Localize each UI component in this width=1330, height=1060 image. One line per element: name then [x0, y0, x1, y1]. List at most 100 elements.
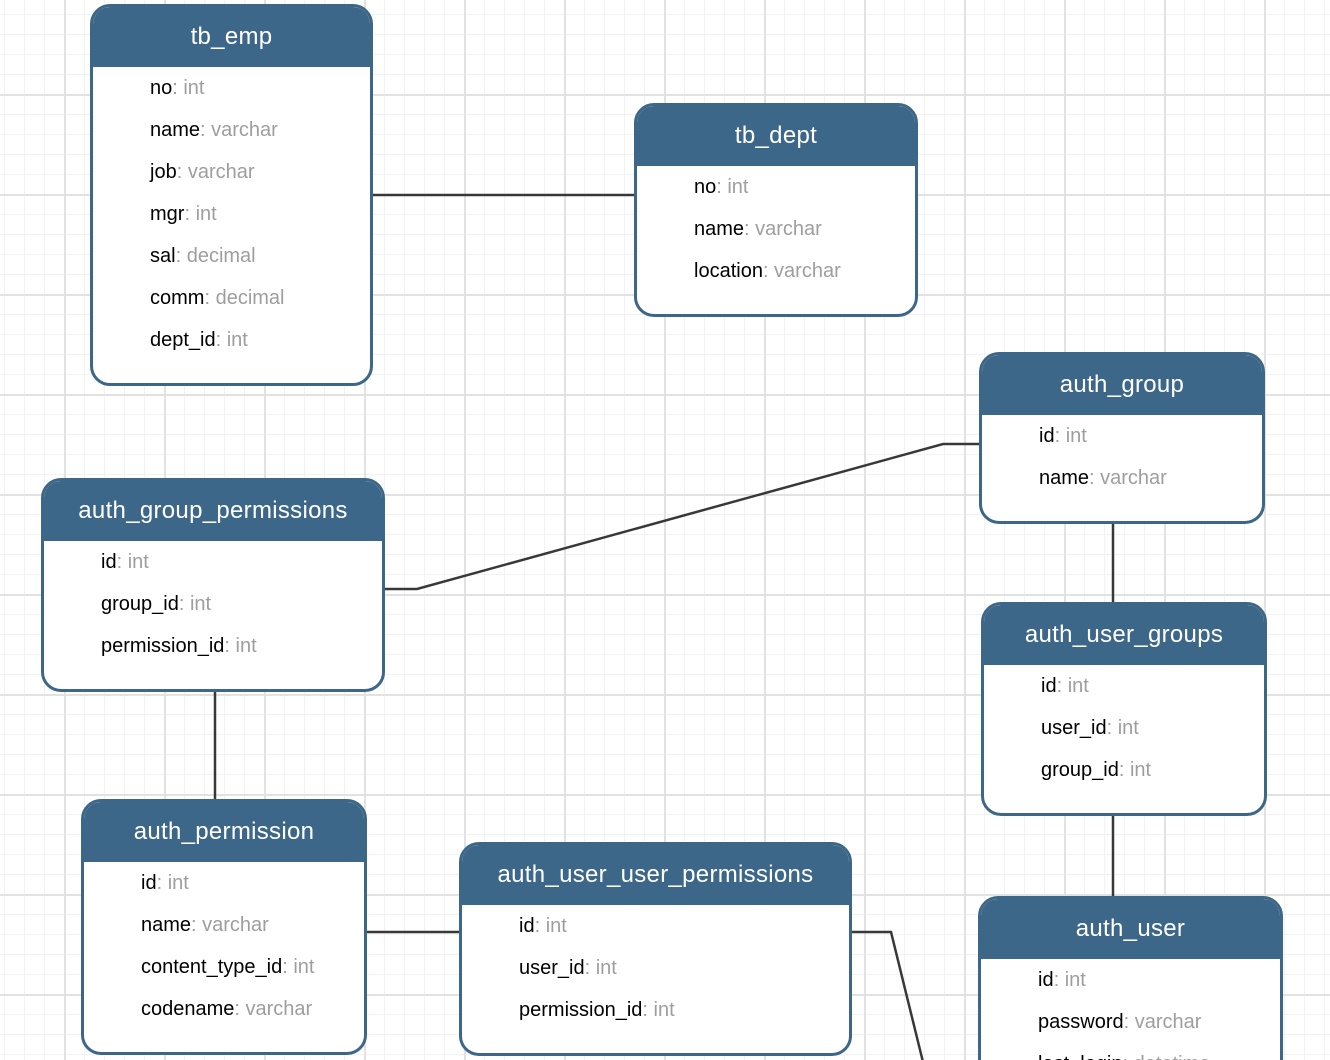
field-type: : varchar: [234, 998, 313, 1020]
field-name: group_id: [1041, 759, 1119, 781]
field-type: : int: [584, 957, 617, 979]
field-name: user_id: [1041, 717, 1107, 739]
field-type: : varchar: [744, 218, 822, 240]
field-name: last_login: [1038, 1053, 1123, 1060]
field-type: : int: [716, 176, 749, 198]
field-name: name: [694, 218, 745, 240]
table-title[interactable]: auth_user: [981, 899, 1280, 959]
field-type: : int: [172, 77, 205, 99]
table-field: id: int: [519, 905, 839, 947]
field-type: : int: [534, 915, 567, 937]
field-type: : datetime: [1123, 1053, 1211, 1060]
field-type: : int: [116, 551, 149, 573]
table-field: password: varchar: [1038, 1001, 1270, 1043]
field-name: codename: [141, 998, 235, 1020]
table-field: permission_id: int: [519, 989, 839, 1031]
field-type: : varchar: [191, 914, 269, 936]
field-name: sal: [150, 245, 176, 267]
field-name: password: [1038, 1011, 1124, 1033]
field-type: : int: [1106, 717, 1139, 739]
field-type: : int: [1053, 969, 1086, 991]
table-field: location: varchar: [694, 250, 905, 292]
field-name: user_id: [519, 957, 585, 979]
field-type: : decimal: [175, 245, 256, 267]
field-type: : int: [224, 635, 257, 657]
field-name: content_type_id: [141, 956, 283, 978]
field-type: : varchar: [200, 119, 278, 141]
field-name: no: [150, 77, 173, 99]
field-type: : int: [215, 329, 248, 351]
field-name: id: [1039, 425, 1055, 447]
table-field: name: varchar: [694, 208, 905, 250]
field-type: : int: [642, 999, 675, 1021]
table-field: name: varchar: [141, 904, 354, 946]
field-type: : int: [156, 872, 189, 894]
field-type: : varchar: [762, 260, 841, 282]
field-name: no: [694, 176, 717, 198]
field-name: job: [150, 161, 177, 183]
field-name: comm: [150, 287, 205, 309]
field-type: : int: [184, 203, 217, 225]
relationship-auth_group_permissions-auth_group: [385, 442, 979, 591]
field-type: : varchar: [1123, 1011, 1202, 1033]
table-title[interactable]: auth_group_permissions: [44, 481, 382, 541]
field-name: group_id: [101, 593, 179, 615]
table-field: last_login: datetime: [1038, 1043, 1270, 1060]
field-name: id: [519, 915, 535, 937]
field-name: name: [1039, 467, 1090, 489]
relationship-auth_user_user_permissions-auth_user: [852, 930, 924, 1060]
table-title[interactable]: tb_dept: [637, 106, 915, 166]
table-field: name: varchar: [1039, 457, 1252, 499]
table-title[interactable]: auth_permission: [84, 802, 364, 862]
table-field: content_type_id: int: [141, 946, 354, 988]
table-title[interactable]: tb_emp: [93, 7, 370, 67]
field-name: location: [694, 260, 763, 282]
field-type: : decimal: [204, 287, 285, 309]
field-type: : varchar: [1089, 467, 1167, 489]
field-type: : int: [1056, 675, 1089, 697]
field-type: : int: [1118, 759, 1152, 781]
field-type: : int: [282, 956, 315, 978]
table-field: permission_id: int: [101, 625, 372, 667]
table-field: id: int: [1039, 415, 1252, 457]
table-field: id: int: [1041, 665, 1254, 707]
table-field: user_id: int: [519, 947, 839, 989]
table-field: id: int: [101, 541, 372, 583]
table-field: dept_id: int: [150, 319, 360, 361]
field-type: : int: [1054, 425, 1087, 447]
field-name: name: [141, 914, 192, 936]
table-title[interactable]: auth_user_groups: [984, 605, 1264, 665]
field-name: name: [150, 119, 201, 141]
field-name: id: [141, 872, 157, 894]
table-field: group_id: int: [101, 583, 372, 625]
field-type: : varchar: [176, 161, 255, 183]
table-title[interactable]: auth_user_user_permissions: [462, 845, 849, 905]
field-type: : int: [178, 593, 212, 615]
table-field: codename: varchar: [141, 988, 354, 1030]
table-field: id: int: [1038, 959, 1270, 1001]
table-field: user_id: int: [1041, 707, 1254, 749]
table-field: job: varchar: [150, 151, 360, 193]
field-name: dept_id: [150, 329, 216, 351]
field-name: permission_id: [101, 635, 225, 657]
table-field: id: int: [141, 862, 354, 904]
table-field: group_id: int: [1041, 749, 1254, 791]
table-title[interactable]: auth_group: [982, 355, 1262, 415]
